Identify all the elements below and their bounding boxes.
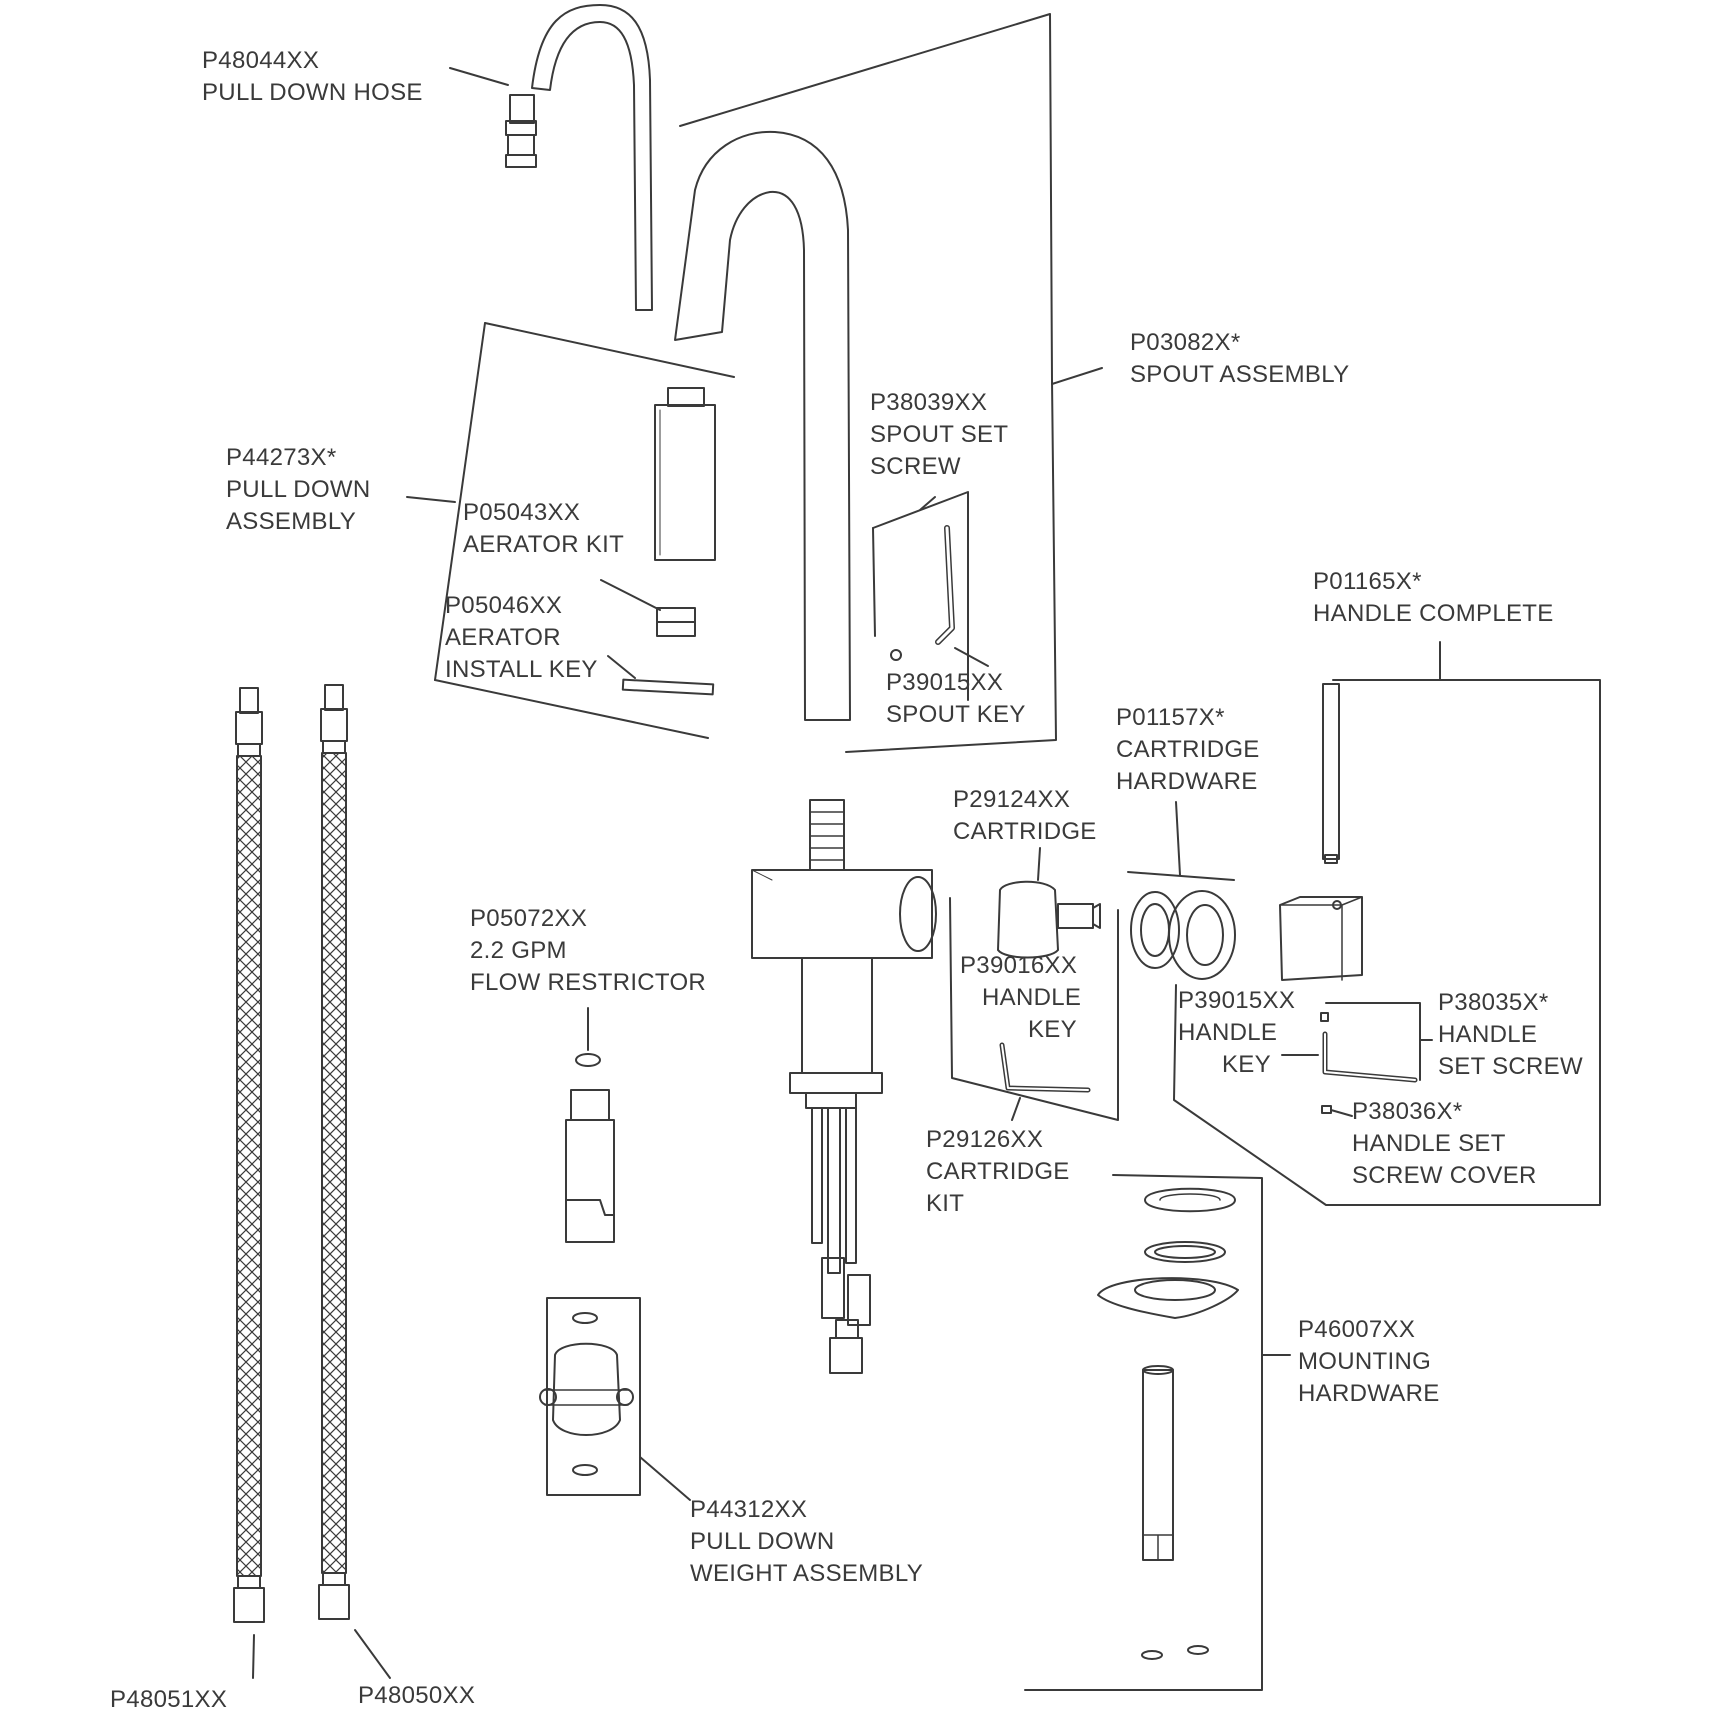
- callout-spout-set-screw: P38039XX SPOUT SET SCREW: [870, 387, 1008, 483]
- supply-line-left: [234, 688, 264, 1678]
- part-name: HARDWARE: [1116, 768, 1258, 795]
- part-name: PULL DOWN: [226, 476, 371, 503]
- callout-handle-set-screw-cover: P38036X* HANDLE SET SCREW COVER: [1352, 1096, 1537, 1192]
- part-number: P48050XX: [358, 1682, 476, 1709]
- callout-cartridge: P29124XX CARTRIDGE: [953, 784, 1097, 848]
- pull-down-weight: [540, 1298, 690, 1500]
- part-number: P29126XX: [926, 1126, 1044, 1153]
- part-name: HANDLE COMPLETE: [1313, 600, 1554, 627]
- part-number: P29124XX: [953, 786, 1071, 813]
- leader-lines: [450, 68, 508, 85]
- part-number: P05072XX: [470, 905, 588, 932]
- part-name: 2.2 GPM: [470, 937, 567, 964]
- part-number: P44312XX: [690, 1496, 808, 1523]
- part-name: HANDLE: [1438, 1021, 1538, 1048]
- cartridge-kit-bracket: [950, 898, 1118, 1120]
- part-number: P44273X*: [226, 444, 337, 471]
- callout-cartridge-hardware: P01157X* CARTRIDGE HARDWARE: [1116, 702, 1260, 798]
- callout-pull-down-hose: P48044XX PULL DOWN HOSE: [202, 45, 423, 109]
- supply-line-right: [319, 685, 390, 1678]
- callout-spout-assembly: P03082X* SPOUT ASSEMBLY: [1130, 327, 1349, 391]
- part-number: P46007XX: [1298, 1316, 1416, 1343]
- part-name: AERATOR KIT: [463, 531, 625, 558]
- part-name: HARDWARE: [1298, 1380, 1440, 1407]
- callout-spout-key: P39015XX SPOUT KEY: [886, 667, 1026, 731]
- callout-pull-down-assembly: P44273X* PULL DOWN ASSEMBLY: [226, 442, 371, 538]
- pull-down-hose: [506, 5, 652, 310]
- part-name: MOUNTING: [1298, 1348, 1432, 1375]
- part-number: P05046XX: [445, 592, 563, 619]
- faucet-body: [752, 800, 936, 1373]
- part-name: WEIGHT ASSEMBLY: [690, 1560, 924, 1587]
- spout-assembly-bracket: [680, 14, 1102, 752]
- handle-complete-bracket: [1174, 642, 1600, 1205]
- part-name: SCREW COVER: [1352, 1162, 1537, 1189]
- part-name: SPOUT ASSEMBLY: [1130, 361, 1350, 388]
- callout-supply-line-1: P48051XX: [110, 1684, 227, 1716]
- part-number: P48044XX: [202, 47, 320, 74]
- part-name: SCREW: [870, 453, 961, 480]
- part-number: P48051XX: [110, 1686, 228, 1713]
- callout-mounting-hardware: P46007XX MOUNTING HARDWARE: [1298, 1314, 1440, 1410]
- callout-aerator-kit: P05043XX AERATOR KIT: [463, 497, 624, 561]
- handle: [1280, 684, 1362, 980]
- callout-cartridge-kit: P29126XX CARTRIDGE KIT: [926, 1124, 1070, 1220]
- part-number: P01165X*: [1313, 568, 1422, 595]
- part-name: HANDLE: [982, 984, 1082, 1011]
- part-name: KEY: [1028, 1016, 1077, 1043]
- pull-down-assembly: [407, 323, 734, 738]
- part-name: PULL DOWN: [690, 1528, 835, 1555]
- spout: [675, 132, 850, 720]
- part-name: CARTRIDGE: [926, 1158, 1070, 1185]
- part-number: P03082X*: [1130, 329, 1241, 356]
- part-name: SET SCREW: [1438, 1053, 1583, 1080]
- part-name: CARTRIDGE: [1116, 736, 1260, 763]
- part-name: SPOUT SET: [870, 421, 1009, 448]
- part-name: FLOW RESTRICTOR: [470, 969, 707, 996]
- callout-pull-down-weight: P44312XX PULL DOWN WEIGHT ASSEMBLY: [690, 1494, 923, 1590]
- part-number: P38039XX: [870, 389, 988, 416]
- spout-set-screw-group: [873, 492, 988, 700]
- part-name: KEY: [1222, 1051, 1271, 1078]
- callout-handle-key: P39015XX HANDLE KEY: [1178, 985, 1295, 1081]
- cartridge: [998, 848, 1100, 958]
- part-number: P39015XX: [886, 669, 1004, 696]
- part-name: KIT: [926, 1190, 965, 1217]
- part-name: INSTALL KEY: [445, 656, 598, 683]
- callout-aerator-install-key: P05046XX AERATOR INSTALL KEY: [445, 590, 598, 686]
- callout-supply-line-2: P48050XX: [358, 1680, 475, 1712]
- cartridge-hardware: [1128, 802, 1235, 979]
- part-name: ASSEMBLY: [226, 508, 357, 535]
- mounting-hardware: [1025, 1175, 1290, 1690]
- part-name: HANDLE SET: [1352, 1130, 1506, 1157]
- flow-restrictor: [566, 1008, 614, 1242]
- part-name: PULL DOWN HOSE: [202, 79, 423, 106]
- part-number: P39015XX: [1178, 987, 1296, 1014]
- part-number: P39016XX: [960, 952, 1078, 979]
- part-number: P38035X*: [1438, 989, 1549, 1016]
- part-name: HANDLE: [1178, 1019, 1278, 1046]
- callout-flow-restrictor: P05072XX 2.2 GPM FLOW RESTRICTOR: [470, 903, 706, 999]
- part-name: CARTRIDGE: [953, 818, 1097, 845]
- callout-handle-key-cartridge: P39016XX HANDLE KEY: [960, 950, 1081, 1046]
- part-name: SPOUT KEY: [886, 701, 1026, 728]
- callout-handle-set-screw: P38035X* HANDLE SET SCREW: [1438, 987, 1583, 1083]
- part-name: AERATOR: [445, 624, 561, 651]
- handle-set-screw-group: [1282, 1003, 1432, 1116]
- part-number: P38036X*: [1352, 1098, 1463, 1125]
- part-number: P01157X*: [1116, 704, 1225, 731]
- callout-handle-complete: P01165X* HANDLE COMPLETE: [1313, 566, 1554, 630]
- part-number: P05043XX: [463, 499, 581, 526]
